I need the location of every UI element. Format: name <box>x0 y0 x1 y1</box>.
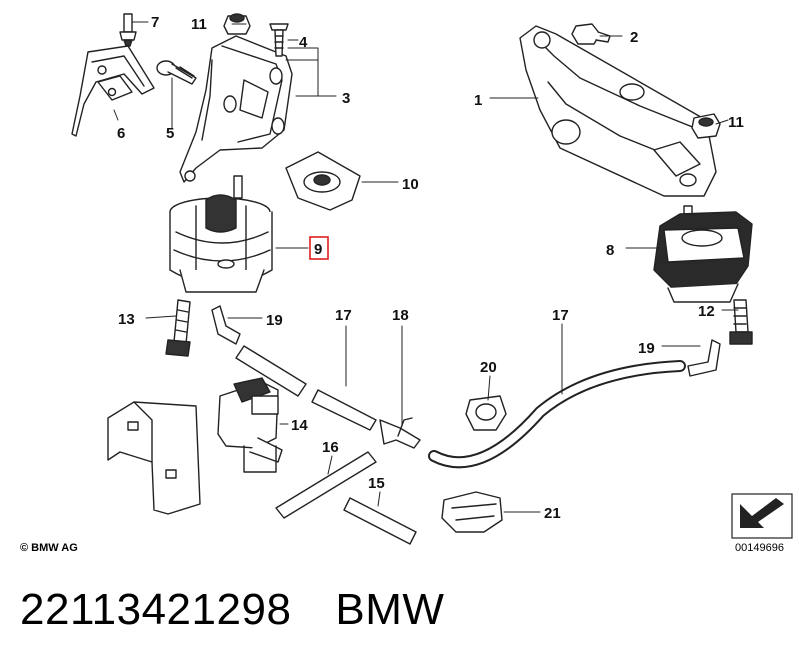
callout-6: 6 <box>117 125 125 142</box>
callout-20: 20 <box>480 359 497 376</box>
callout-18: 18 <box>392 307 409 324</box>
callout-14: 14 <box>291 417 308 434</box>
callout-10: 10 <box>402 176 419 193</box>
part-19-connector-left <box>211 305 241 345</box>
part-number: 22113421298 <box>20 585 292 634</box>
callout-19-right: 19 <box>638 340 655 357</box>
part-11-nut-left <box>223 13 251 35</box>
part-6-bracket <box>71 45 155 137</box>
callout-16: 16 <box>322 439 339 456</box>
copyright-text: © BMW AG <box>20 542 78 554</box>
part-4-bolt <box>269 23 289 57</box>
part-19-connector-right <box>687 339 721 377</box>
part-18-t-connector <box>379 417 421 449</box>
callout-8: 8 <box>606 242 614 259</box>
part-14-valve <box>217 377 283 473</box>
part-8-engine-mount-right <box>653 205 753 303</box>
callout-19-left: 19 <box>266 312 283 329</box>
part-3-engine-bracket <box>179 35 293 183</box>
part-10-pad <box>285 151 361 211</box>
callout-11-right: 11 <box>728 114 744 131</box>
part-12-bolt <box>729 299 753 345</box>
part-1-support-bracket <box>519 25 717 197</box>
callout-11-left: 11 <box>191 16 207 33</box>
part-7-screw <box>119 13 137 47</box>
callout-3: 3 <box>342 90 350 107</box>
callout-9: 9 <box>314 241 322 258</box>
callout-1: 1 <box>474 92 482 109</box>
part-17-hose-left <box>235 345 377 431</box>
side-bracket <box>107 401 201 515</box>
callout-15: 15 <box>368 475 385 492</box>
callouts: 7 11 4 3 6 5 10 9 2 1 11 8 12 19 13 19 1… <box>117 14 744 522</box>
part-17-hose-right <box>428 360 686 469</box>
callout-17-left: 17 <box>335 307 352 324</box>
part-5-bolt <box>156 60 197 85</box>
part-15-hose <box>343 497 417 545</box>
part-13-bolt <box>165 299 191 357</box>
brand-name: BMW <box>335 585 445 634</box>
callout-13: 13 <box>118 311 135 328</box>
part-16-hose <box>275 451 377 519</box>
part-20-clip <box>465 395 507 431</box>
callout-21: 21 <box>544 505 561 522</box>
leader-lines <box>113 21 739 513</box>
part-9-engine-mount-left <box>169 175 273 293</box>
direction-arrow-icon <box>731 493 793 539</box>
callout-17-right: 17 <box>552 307 569 324</box>
part-11-nut-right <box>691 113 721 139</box>
highlight-box-9 <box>309 236 329 260</box>
callout-12: 12 <box>698 303 715 320</box>
callout-5: 5 <box>166 125 174 142</box>
footer-caption: 22113421298 BMW <box>20 585 444 635</box>
part-2-bolt <box>571 23 611 45</box>
callout-4: 4 <box>299 34 308 51</box>
callout-2: 2 <box>630 29 638 46</box>
part-21-clip <box>441 491 503 533</box>
reference-code: 00149696 <box>735 542 784 554</box>
parts-diagram: 7 11 4 3 6 5 10 9 2 1 11 8 12 19 13 19 1… <box>71 13 793 545</box>
callout-7: 7 <box>151 14 159 31</box>
